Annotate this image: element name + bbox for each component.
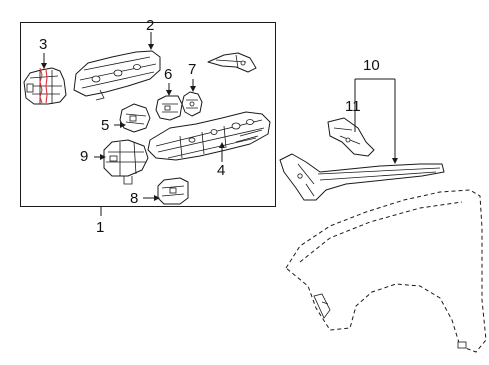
part-8-bracket	[143, 177, 189, 205]
part-6-bracket	[155, 83, 183, 121]
part-5-bracket	[114, 103, 151, 133]
part-4-side-member	[147, 111, 271, 162]
callout-1: 1	[96, 219, 105, 236]
callout-8: 8	[130, 190, 139, 207]
callout-9: 9	[80, 148, 89, 165]
callout-4: 4	[217, 162, 226, 179]
part-7-bracket	[181, 79, 203, 117]
callout-5: 5	[101, 117, 110, 134]
callout-3: 3	[39, 36, 48, 53]
callout-6: 6	[164, 66, 173, 83]
upper-right-bracket	[207, 52, 257, 73]
part-2-upper-member	[73, 32, 161, 101]
part-9-bracket	[94, 139, 149, 185]
callout-11: 11	[345, 98, 361, 115]
callout-10: 10	[363, 57, 380, 74]
part-10-rail	[279, 153, 445, 201]
callout-7: 7	[188, 61, 197, 78]
part-11-bracket	[327, 117, 375, 157]
callout-2: 2	[146, 17, 155, 34]
fender-outline	[285, 189, 487, 353]
assembly-box	[20, 22, 276, 207]
part-3-bracket	[23, 53, 67, 105]
